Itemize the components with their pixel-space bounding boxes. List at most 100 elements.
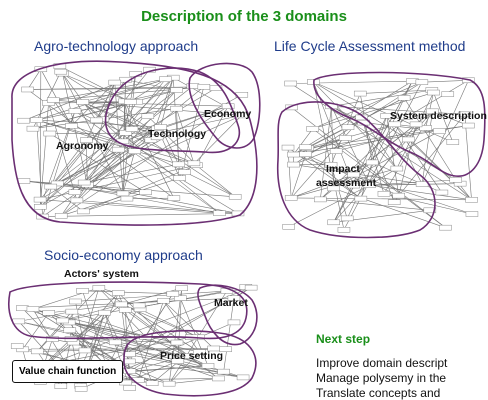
next-step-line-2: Manage polysemy in the xyxy=(316,371,446,385)
concept-node xyxy=(213,211,225,216)
concept-node xyxy=(79,348,91,353)
price-setting-label: Price setting xyxy=(160,350,223,362)
concept-node xyxy=(140,190,152,195)
concept-node xyxy=(402,137,414,142)
concept-node xyxy=(202,363,214,368)
concept-node xyxy=(328,220,340,225)
concept-node xyxy=(112,147,124,152)
concept-node xyxy=(22,87,34,92)
concept-node xyxy=(93,285,105,290)
concept-link xyxy=(169,288,182,383)
concept-node xyxy=(171,88,183,93)
concept-node xyxy=(447,140,459,145)
concept-node xyxy=(119,307,131,312)
next-step-heading: Next step xyxy=(316,332,370,346)
concept-node xyxy=(314,197,326,202)
concept-link xyxy=(40,127,161,200)
concept-node xyxy=(366,160,378,165)
concept-node xyxy=(339,135,351,140)
concept-link xyxy=(320,199,430,210)
concept-node xyxy=(142,114,154,119)
concept-node xyxy=(442,92,454,97)
concept-node xyxy=(77,99,89,104)
concept-node xyxy=(307,126,319,131)
concept-node xyxy=(126,127,138,132)
concept-node xyxy=(168,196,180,201)
value-chain-function-box: Value chain function xyxy=(12,360,123,383)
concept-node xyxy=(55,213,67,218)
concept-node xyxy=(27,307,39,312)
concept-node xyxy=(433,129,445,134)
concept-node xyxy=(416,80,428,85)
concept-link xyxy=(334,81,413,222)
concept-node xyxy=(245,285,257,290)
concept-node xyxy=(55,69,67,74)
concept-node xyxy=(78,180,90,185)
concept-link xyxy=(422,80,469,82)
concept-node xyxy=(69,299,81,304)
concept-node xyxy=(229,194,241,199)
concept-node xyxy=(124,99,136,104)
concept-node xyxy=(228,320,240,325)
concept-node xyxy=(77,209,89,214)
concept-node xyxy=(16,306,28,311)
actors-system-label: Actors' system xyxy=(64,268,139,280)
concept-node xyxy=(160,77,172,82)
impact-label-line2: assessment xyxy=(316,177,376,189)
next-step-line-3: Translate concepts and xyxy=(316,386,440,400)
concept-node xyxy=(45,184,57,189)
concept-node xyxy=(129,149,141,154)
concept-node xyxy=(173,162,185,167)
concept-node xyxy=(466,212,478,217)
concept-link xyxy=(161,78,174,127)
concept-node xyxy=(77,288,89,293)
concept-node xyxy=(55,384,67,389)
concept-node xyxy=(27,126,39,131)
concept-node xyxy=(436,190,448,195)
next-step-line-1: Improve domain descript xyxy=(316,356,447,370)
concept-node xyxy=(330,149,342,154)
concept-node xyxy=(338,227,350,232)
concept-node xyxy=(57,318,69,323)
concept-node xyxy=(157,298,169,303)
concept-node xyxy=(66,309,78,314)
concept-node xyxy=(466,197,478,202)
concept-node xyxy=(378,191,390,196)
concept-node xyxy=(69,190,81,195)
concept-node xyxy=(174,176,186,181)
concept-node xyxy=(342,125,354,130)
concept-node xyxy=(124,385,136,390)
concept-node xyxy=(188,161,200,166)
concept-node xyxy=(34,197,46,202)
concept-node xyxy=(285,195,297,200)
concept-node xyxy=(18,178,30,183)
concept-node xyxy=(11,344,23,349)
economy-label: Economy xyxy=(204,108,251,120)
concept-link xyxy=(75,291,226,302)
agronomy-label: Agronomy xyxy=(56,140,109,152)
concept-node xyxy=(341,216,353,221)
market-label: Market xyxy=(214,297,248,309)
concept-node xyxy=(450,177,462,182)
concept-node xyxy=(282,145,294,150)
concept-node xyxy=(109,80,121,85)
concept-node xyxy=(69,108,81,113)
concept-node xyxy=(115,302,127,307)
concept-node xyxy=(218,369,230,374)
concept-node xyxy=(355,196,367,201)
concept-node xyxy=(99,310,111,315)
concept-node xyxy=(288,152,300,157)
concept-node xyxy=(47,98,59,103)
concept-node xyxy=(167,291,179,296)
concept-node xyxy=(75,386,87,391)
concept-node xyxy=(393,193,405,198)
concept-node xyxy=(31,349,43,354)
concept-node xyxy=(198,84,210,89)
system-description-label: System description xyxy=(390,110,487,122)
concept-node xyxy=(90,118,102,123)
concept-node xyxy=(410,122,422,127)
concept-node xyxy=(462,123,474,128)
concept-node xyxy=(112,290,124,295)
concept-node xyxy=(123,359,135,364)
